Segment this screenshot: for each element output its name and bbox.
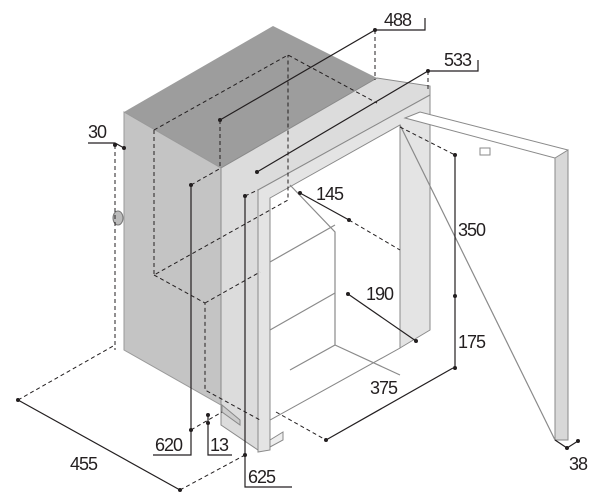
dim-point <box>16 398 20 402</box>
dim-point <box>189 428 193 432</box>
dim-point <box>453 366 457 370</box>
door-inner-edge <box>399 124 556 441</box>
dim-point <box>189 183 193 187</box>
dim-point <box>206 421 210 425</box>
dim-175-label: 175 <box>458 332 486 352</box>
dim-point <box>298 191 302 195</box>
dim-350-ext <box>399 126 456 156</box>
dim-145-line <box>299 192 350 221</box>
dim-488-leader <box>219 18 426 121</box>
dim-375-label: 375 <box>370 378 398 398</box>
dim-38-label: 38 <box>569 454 588 474</box>
dim-620-leader <box>153 185 192 456</box>
side-knob <box>112 210 124 226</box>
dim-point <box>347 218 351 222</box>
dim-30-leader <box>88 142 125 149</box>
dim-620-ext <box>190 167 222 186</box>
foot <box>269 431 284 448</box>
dim-488-label: 488 <box>384 10 412 30</box>
dim-455-ext <box>179 454 246 491</box>
dim-455-label: 455 <box>70 454 98 474</box>
dim-point <box>453 294 457 298</box>
shelf-lower <box>269 292 336 331</box>
dim-point <box>414 339 418 343</box>
dim-point <box>576 439 580 443</box>
dim-point <box>243 453 247 457</box>
dim-145-ext <box>348 219 401 251</box>
dim-point <box>218 118 222 122</box>
dim-38-ext <box>554 439 568 449</box>
dim-190-label: 190 <box>366 284 394 304</box>
dim-point <box>426 69 430 73</box>
dim-38-line <box>566 440 579 449</box>
dim-375-ext <box>275 411 327 441</box>
dim-455-ext <box>17 344 116 401</box>
shelf-upper <box>269 224 336 263</box>
dim-point <box>373 28 377 32</box>
dim-620-label: 620 <box>155 435 183 455</box>
dim-point <box>178 488 182 492</box>
dim-620-ext <box>190 411 223 431</box>
hidden-outline <box>153 54 378 131</box>
cabinet-top <box>124 26 377 168</box>
dim-625-label: 625 <box>248 467 276 487</box>
dim-13-leader <box>207 415 232 456</box>
dim-625-leader <box>244 196 292 488</box>
door-handle <box>479 147 491 156</box>
door-edge <box>554 149 569 441</box>
dim-30-label: 30 <box>88 122 107 142</box>
hidden-outline <box>153 55 289 276</box>
dim-point <box>206 413 210 417</box>
dim-533-leader <box>256 60 479 173</box>
dim-point <box>243 194 247 198</box>
dim-350-label: 350 <box>458 220 486 240</box>
dim-145-label: 145 <box>316 184 344 204</box>
dim-point <box>113 143 117 147</box>
dim-455-line <box>17 399 181 491</box>
interior-back-edge <box>289 184 336 371</box>
dim-point <box>255 170 259 174</box>
hidden-outline <box>153 274 261 421</box>
dim-533-label: 533 <box>444 50 472 70</box>
foot <box>221 403 241 426</box>
dim-point <box>324 438 328 442</box>
dim-190-line <box>347 293 417 342</box>
dim-point <box>565 446 569 450</box>
dim-point <box>122 146 126 150</box>
dim-625-ext <box>244 189 259 197</box>
interior-floor <box>334 344 401 376</box>
dim-375-line <box>325 367 454 441</box>
dim-13-label: 13 <box>210 435 229 455</box>
hidden-outline <box>204 271 261 304</box>
dim-point <box>346 292 350 296</box>
dim-point <box>453 153 457 157</box>
